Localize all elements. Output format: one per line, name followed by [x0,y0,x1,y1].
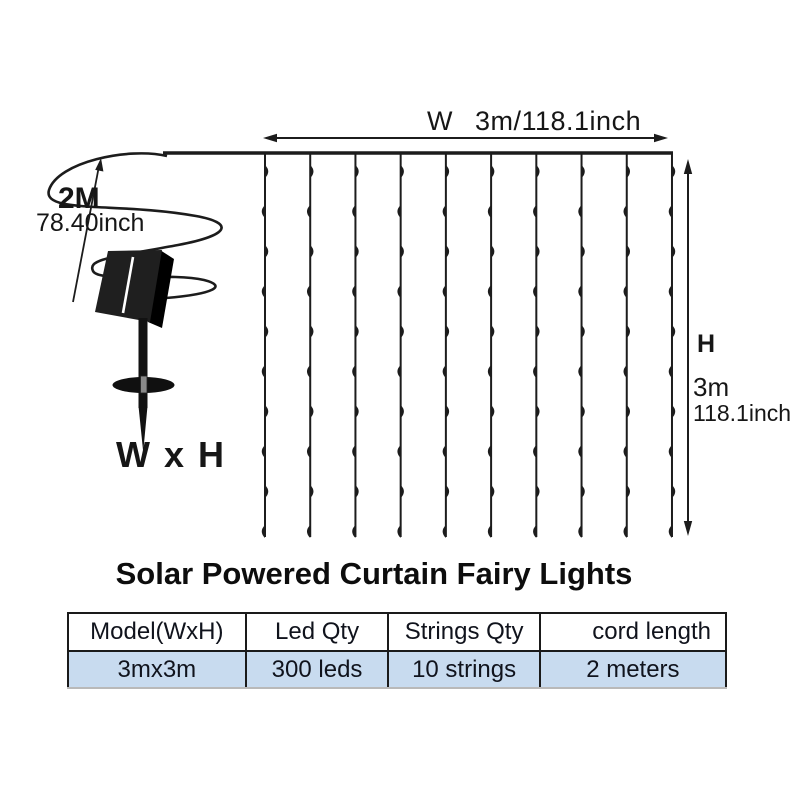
width-label-value: 3m/118.1inch [474,106,642,136]
width-dimension-arrow [263,133,668,143]
cord-length-inches-label: 78.40inch [36,209,145,237]
width-label-prefix: W [427,106,453,136]
spec-value-model: 3mx3m [67,650,247,689]
spec-value-row: 3mx3m 300 leds 10 strings 2 meters [67,650,728,689]
spec-header-led: Led Qty [244,612,390,652]
light-strings [261,153,676,538]
cord-length-meters-label: 2M [58,182,100,215]
height-dimension-arrow [683,159,693,536]
spec-header-model: Model(WxH) [67,612,247,652]
panel-caption: W x H [116,434,227,475]
ground-stake [112,318,175,452]
spec-value-led: 300 leds [244,650,390,689]
height-label-prefix: H [697,330,716,358]
width-dimension-label: W 3m/118.1inch [427,106,641,137]
spec-value-strings: 10 strings [387,650,541,689]
spec-header-strings: Strings Qty [387,612,541,652]
solar-panel [95,250,174,328]
height-label-inches: 118.1inch [693,400,792,426]
cord-dimension-arrow [72,158,104,303]
spec-header-cord: cord length [538,612,728,652]
spec-value-cord: 2 meters [538,650,728,689]
spec-header-row: Model(WxH) Led Qty Strings Qty cord leng… [67,612,728,652]
spec-table: Model(WxH) Led Qty Strings Qty cord leng… [67,612,728,689]
product-title: Solar Powered Curtain Fairy Lights [115,556,633,591]
height-label-meters: 3m [693,372,730,402]
solar-cord [47,152,223,300]
